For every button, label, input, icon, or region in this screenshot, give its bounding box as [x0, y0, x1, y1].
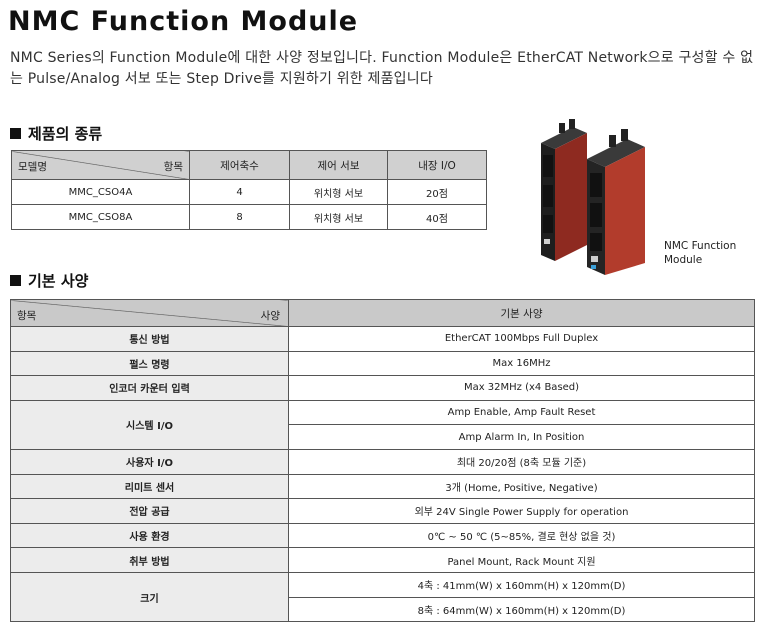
spec-section-title: 기본 사양	[28, 272, 89, 290]
product-image	[541, 119, 645, 275]
spec-value-cell: Max 16MHz	[288, 350, 755, 377]
table-row: 8축 : 64mm(W) x 160mm(H) x 120mm(D)	[11, 596, 755, 623]
table-header-row: 항목 사양 기본 사양	[10, 299, 755, 327]
intro-text: NMC Series의 Function Module에 대한 사양 정보입니다…	[10, 50, 754, 87]
caption-line: Module	[664, 254, 703, 266]
product-section-heading: 제품의 종류	[10, 123, 102, 144]
model-cell: MMC_CSO8A	[11, 204, 190, 230]
spec-item-cell: 취부 방법	[10, 547, 289, 573]
axes-cell: 4	[189, 179, 290, 205]
table-row: 인코더 카운터 입력 Max 32MHz (x4 Based)	[10, 375, 755, 401]
table-row: 사용 환경 0℃ ~ 50 ℃ (5~85%, 결로 현상 없을 것)	[10, 522, 755, 549]
table-row: 사용자 I/O 최대 20/20점 (8축 모듈 기준)	[10, 448, 755, 475]
spec-value-cell: 8축 : 64mm(W) x 160mm(H) x 120mm(D)	[288, 596, 755, 623]
diagonal-header-cell: 항목 사양	[10, 299, 289, 327]
spec-item-cell: 크기	[10, 571, 289, 623]
spec-value-cell: Amp Alarm In, In Position	[288, 424, 755, 450]
spec-value-cell: 3개 (Home, Positive, Negative)	[288, 473, 755, 500]
model-cell: MMC_CSO4A	[11, 179, 190, 205]
spec-item-cell: 시스템 I/O	[10, 399, 289, 450]
module-4axis-illustration	[541, 119, 587, 261]
spec-item-cell: 사용 환경	[10, 522, 289, 549]
spec-item-cell: 펄스 명령	[10, 350, 289, 377]
table-row: MMC_CSO4A 4 위치형 서보 20점	[11, 179, 487, 205]
table-row: 리미트 센서 3개 (Home, Positive, Negative)	[10, 473, 755, 500]
table-row: 전압 공급 외부 24V Single Power Supply for ope…	[10, 498, 755, 524]
table-row: 시스템 I/O Amp Enable, Amp Fault Reset	[10, 399, 755, 450]
servo-cell: 위치형 서보	[289, 204, 388, 230]
spec-item-cell: 통신 방법	[10, 326, 289, 352]
spec-item-cell: 인코더 카운터 입력	[10, 375, 289, 401]
table-row: 통신 방법 EtherCAT 100Mbps Full Duplex	[10, 326, 755, 352]
diagonal-header-cell: 모델명 항목	[11, 150, 190, 180]
spec-value-cell: 최대 20/20점 (8축 모듈 기준)	[288, 448, 755, 475]
header-item-label: 항목	[163, 161, 183, 173]
spec-value-cell: 4축 : 41mm(W) x 160mm(H) x 120mm(D)	[288, 571, 755, 598]
spec-item-cell: 리미트 센서	[10, 473, 289, 500]
table-header-row: 모델명 항목 제어축수 제어 서보 내장 I/O	[11, 150, 487, 180]
io-cell: 40점	[387, 204, 487, 230]
spec-value-cell: 0℃ ~ 50 ℃ (5~85%, 결로 현상 없을 것)	[288, 522, 755, 549]
square-bullet-icon	[10, 275, 21, 286]
spec-item-cell: 전압 공급	[10, 498, 289, 524]
spec-item-cell: 사용자 I/O	[10, 448, 289, 475]
column-header: 제어 서보	[289, 150, 388, 180]
spec-value-cell: Panel Mount, Rack Mount 지원	[288, 547, 755, 573]
product-section-title: 제품의 종류	[28, 125, 103, 143]
header-item-label: 항목	[17, 310, 37, 322]
table-row: MMC_CSO8A 8 위치형 서보 40점	[11, 204, 487, 230]
spec-value-cell: EtherCAT 100Mbps Full Duplex	[288, 326, 755, 352]
spec-value-cell: Max 32MHz (x4 Based)	[288, 375, 755, 401]
spec-section-heading: 기본 사양	[10, 270, 88, 291]
header-spec-label: 사양	[260, 310, 280, 322]
column-header: 내장 I/O	[387, 150, 487, 180]
column-header: 제어축수	[189, 150, 290, 180]
module-8axis-illustration	[587, 129, 645, 275]
product-image-caption: NMC Function Module	[664, 239, 736, 267]
spec-value-cell: Amp Enable, Amp Fault Reset	[288, 399, 755, 426]
page-title: NMC Function Module	[8, 6, 359, 37]
spec-table: 항목 사양 기본 사양 통신 방법 EtherCAT 100Mbps Full …	[10, 299, 755, 623]
product-table: 모델명 항목 제어축수 제어 서보 내장 I/O MMC_CSO4A 4 위치형…	[11, 150, 487, 230]
header-model-label: 모델명	[18, 161, 47, 173]
table-row: 취부 방법 Panel Mount, Rack Mount 지원	[10, 547, 755, 573]
column-header: 기본 사양	[288, 299, 755, 327]
servo-cell: 위치형 서보	[289, 179, 388, 205]
axes-cell: 8	[189, 204, 290, 230]
table-row: 펄스 명령 Max 16MHz	[10, 350, 755, 377]
table-row: 크기 4축 : 41mm(W) x 160mm(H) x 120mm(D)	[10, 571, 755, 623]
square-bullet-icon	[10, 128, 21, 139]
spec-value-cell: 외부 24V Single Power Supply for operation	[288, 498, 755, 524]
caption-line: NMC Function	[664, 240, 737, 252]
io-cell: 20점	[387, 179, 487, 205]
